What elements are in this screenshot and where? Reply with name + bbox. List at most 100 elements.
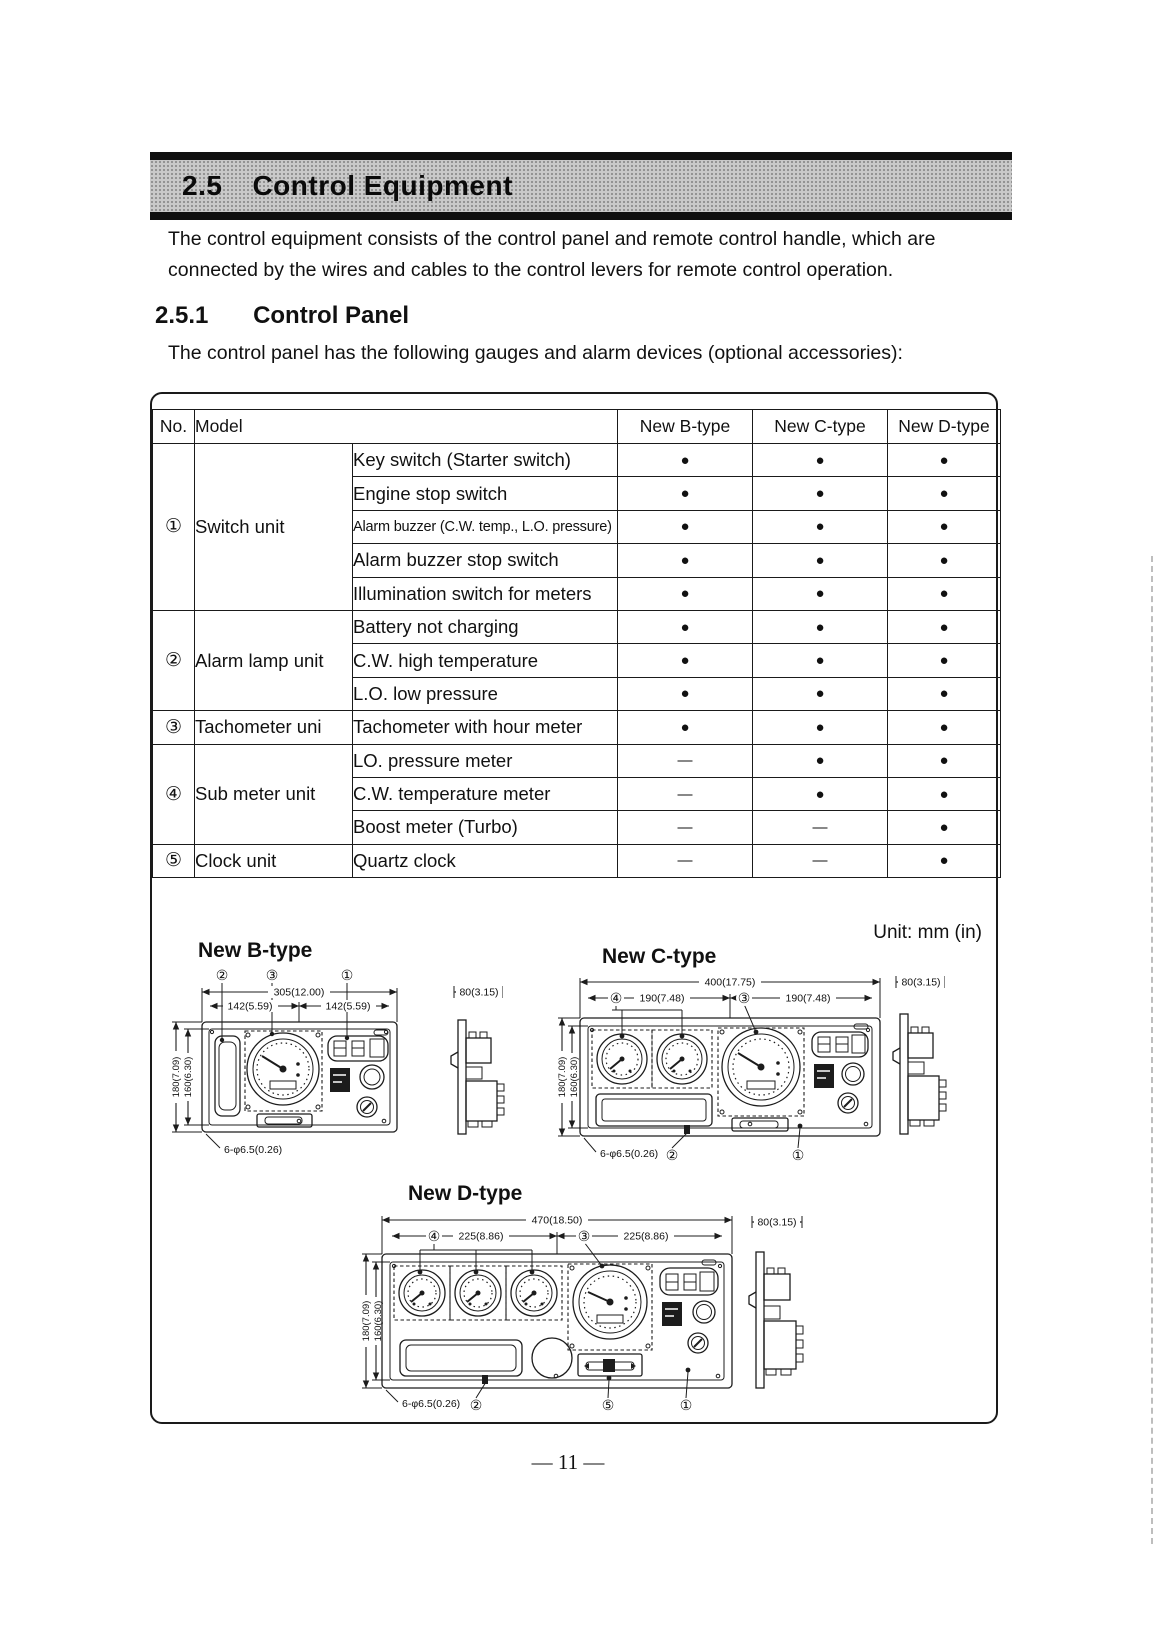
group-number: ② xyxy=(152,609,195,712)
dim-width-right: 190(7.48) xyxy=(786,993,831,1005)
dim-width-left: 225(8.86) xyxy=(459,1231,504,1243)
band-bottom-rule xyxy=(150,212,1012,220)
callout-2: ② xyxy=(666,1147,679,1163)
mark-d: ● xyxy=(887,743,1002,778)
mark-b: ● xyxy=(617,543,754,578)
dimmer-slider xyxy=(577,1353,643,1377)
table-row: Engine stop switch ● ● ● xyxy=(153,476,1002,511)
dimension-lines: 305(12.00) 142(5.59) 142(5.59) 180(7.09)… xyxy=(170,986,398,1133)
front-view xyxy=(381,1253,733,1389)
item-label: Engine stop switch xyxy=(351,476,619,511)
subsection-heading: 2.5.1 Control Panel xyxy=(155,302,409,330)
mark-d: ● xyxy=(887,676,1002,712)
mark-b: ● xyxy=(617,576,754,611)
callouts: ④ ③ xyxy=(417,1228,605,1275)
switch-unit xyxy=(811,1023,869,1114)
mark-d: ● xyxy=(887,810,1002,845)
dimension-lines: 470(18.50) 225(8.86) 225(8.86) 180(7.09)… xyxy=(360,1214,733,1389)
group-unit: Switch unit xyxy=(194,443,353,611)
callout-4: ④ xyxy=(610,990,623,1006)
alarm-lamp-window xyxy=(399,1339,523,1377)
dim-width-total: 305(12.00) xyxy=(274,987,325,999)
sub-meter-gauge xyxy=(505,1265,563,1321)
group-number: ④ xyxy=(152,743,195,845)
mark-c: ● xyxy=(752,710,889,745)
callout-3: ③ xyxy=(578,1228,591,1244)
switch-unit xyxy=(327,1029,389,1118)
callout-5: ⑤ xyxy=(602,1397,615,1413)
group-unit: Alarm lamp unit xyxy=(194,609,353,712)
front-view xyxy=(201,1021,398,1133)
band-top-rule xyxy=(150,152,1012,160)
dim-height-outer: 180(7.09) xyxy=(171,1057,182,1098)
mark-d: ● xyxy=(887,509,1002,545)
table-row: C.W. temperature meter — ● ● xyxy=(153,776,1002,812)
dim-height-outer: 180(7.09) xyxy=(361,1301,372,1342)
section-header: 2.5 Control Equipment xyxy=(150,152,1012,220)
band-body: 2.5 Control Equipment xyxy=(150,160,1012,212)
group-unit: Sub meter unit xyxy=(194,743,353,845)
switch-unit xyxy=(659,1259,719,1354)
dim-width-left: 190(7.48) xyxy=(640,993,685,1005)
dim-width-total: 400(17.75) xyxy=(705,977,756,989)
mark-d: ● xyxy=(887,643,1002,678)
group-number: ① xyxy=(152,443,195,611)
col-header-new-d: New D-type xyxy=(887,409,1002,444)
intro-paragraph: The control equipment consists of the co… xyxy=(168,228,936,281)
item-label: Illumination switch for meters xyxy=(351,576,619,611)
item-label: L.O. low pressure xyxy=(351,676,619,712)
item-label: Alarm buzzer (C.W. temp., L.O. pressure) xyxy=(351,509,619,545)
dim-width-left: 142(5.59) xyxy=(228,1001,273,1013)
table-row: L.O. low pressure ● ● ● xyxy=(153,676,1002,712)
mark-c: — xyxy=(752,843,889,879)
dim-width-right: 142(5.59) xyxy=(326,1001,371,1013)
spec-table-wrap: No. Model New B-type New C-type New D-ty… xyxy=(152,409,1002,879)
diagram-title-b: New B-type xyxy=(198,939,313,962)
group-number: ⑤ xyxy=(152,843,195,879)
alarm-lamp-window xyxy=(214,1035,241,1117)
group-number: ③ xyxy=(152,710,195,745)
group-unit: Clock unit xyxy=(194,843,353,879)
side-view: 80(3.15) xyxy=(892,976,947,1135)
mark-d: ● xyxy=(887,476,1002,511)
item-label: C.W. high temperature xyxy=(351,643,619,678)
label-plate xyxy=(814,1064,834,1088)
dim-height-outer: 180(7.09) xyxy=(557,1057,568,1098)
mark-c: ● xyxy=(752,576,889,611)
mark-d: ● xyxy=(887,576,1002,611)
item-label: Quartz clock xyxy=(351,843,619,879)
table-header-row: No. Model New B-type New C-type New D-ty… xyxy=(152,409,1002,444)
dim-height-inner: 160(6.30) xyxy=(569,1057,580,1098)
buzzer-icon xyxy=(359,1064,385,1090)
item-label: Boost meter (Turbo) xyxy=(351,810,619,845)
table-row: ⑤ Clock unit Quartz clock — — ● xyxy=(152,843,1002,879)
dim-mounting-holes: 6-φ6.5(0.26) xyxy=(600,1148,658,1160)
section-number: 2.5 xyxy=(182,170,223,201)
mark-b: ● xyxy=(617,509,754,545)
key-switch-icon xyxy=(356,1096,378,1118)
diagram-title-c: New C-type xyxy=(602,945,717,968)
group-unit: Tachometer uni xyxy=(194,710,353,745)
callouts-bottom: ② ⑤ ① xyxy=(470,1367,693,1413)
dim-depth: 80(3.15) xyxy=(459,987,498,999)
dim-width-total: 470(18.50) xyxy=(532,1215,583,1227)
callout-1: ① xyxy=(680,1397,693,1413)
diagram-new-c-type: 400(17.75) 190(7.48) 190(7.48) 180(7.09)… xyxy=(556,976,947,1163)
item-label: Battery not charging xyxy=(351,609,619,645)
item-label: Key switch (Starter switch) xyxy=(351,442,619,478)
callout-1: ① xyxy=(792,1147,805,1163)
col-header-new-c: New C-type xyxy=(752,409,889,444)
mounting-hole-note: 6-φ6.5(0.26) xyxy=(385,1389,460,1410)
dim-height-inner: 160(6.30) xyxy=(373,1301,384,1342)
item-label: Tachometer with hour meter xyxy=(351,710,619,745)
dim-height-inner: 160(6.30) xyxy=(183,1057,194,1098)
sub-meter-gauge xyxy=(449,1265,507,1321)
dim-mounting-holes: 6-φ6.5(0.26) xyxy=(224,1144,282,1156)
table-row: ③ Tachometer uni Tachometer with hour me… xyxy=(152,710,1002,745)
table-row: Alarm buzzer (C.W. temp., L.O. pressure)… xyxy=(153,509,1002,545)
mark-c: ● xyxy=(752,476,889,511)
item-label: Alarm buzzer stop switch xyxy=(351,543,619,578)
rocker-switches xyxy=(817,1034,866,1054)
key-switch-icon xyxy=(687,1332,709,1354)
tachometer-gauge xyxy=(244,1030,323,1112)
